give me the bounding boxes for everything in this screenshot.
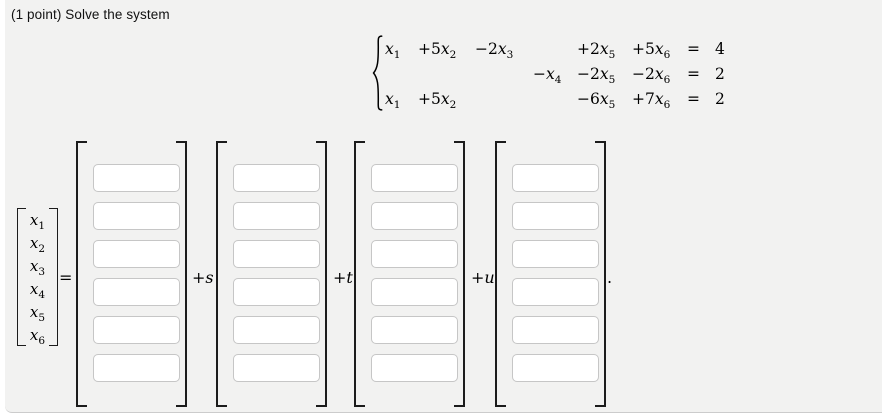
eq-term: −x4 xyxy=(533,65,562,87)
eq-term: +5x6 xyxy=(632,40,671,62)
left-curly-brace-icon xyxy=(371,35,383,111)
answer-vector-1 xyxy=(76,141,187,407)
right-bracket-icon xyxy=(454,141,465,407)
answer-input[interactable] xyxy=(93,316,180,344)
answer-input[interactable] xyxy=(233,316,320,344)
left-bracket-icon xyxy=(76,141,87,407)
answer-vector-3 xyxy=(354,141,465,407)
sentence-period: . xyxy=(607,268,613,287)
eq-term xyxy=(418,62,475,87)
eq-term: +7x6 xyxy=(632,90,671,112)
rhs-value: 2 xyxy=(715,65,725,83)
answer-input[interactable] xyxy=(233,164,320,192)
eq-term xyxy=(533,37,577,62)
answer-input[interactable] xyxy=(512,164,599,192)
eq-term xyxy=(533,87,577,112)
left-bracket-icon xyxy=(354,141,365,407)
plus-t-coefficient: +t xyxy=(333,268,353,287)
answer-input[interactable] xyxy=(93,278,180,306)
equals-sign: = xyxy=(59,268,73,287)
answer-input[interactable] xyxy=(93,202,180,230)
problem-title: (1 point) Solve the system xyxy=(11,7,170,22)
answer-input[interactable] xyxy=(93,164,180,192)
equals-sign: = xyxy=(687,40,700,58)
right-bracket-icon xyxy=(595,141,606,407)
eq-term: −6x5 xyxy=(577,90,616,112)
answer-input[interactable] xyxy=(512,202,599,230)
answer-input[interactable] xyxy=(233,240,320,268)
answer-input[interactable] xyxy=(371,278,458,306)
answer-input[interactable] xyxy=(512,240,599,268)
unknown-label: x2 xyxy=(29,233,46,255)
eq-term: x1 xyxy=(385,40,401,62)
answer-input[interactable] xyxy=(93,354,180,382)
eq-term xyxy=(475,62,533,87)
answer-input[interactable] xyxy=(512,354,599,382)
plus-s-coefficient: +s xyxy=(192,268,214,287)
unknown-label: x5 xyxy=(29,302,46,324)
eq-term xyxy=(475,87,533,112)
left-bracket-icon xyxy=(216,141,227,407)
eq-term xyxy=(385,62,418,87)
right-bracket-icon xyxy=(316,141,327,407)
eq-term: +5x2 xyxy=(418,40,457,62)
unknown-label: x4 xyxy=(29,279,46,301)
answer-input[interactable] xyxy=(512,316,599,344)
unknown-label: x1 xyxy=(29,210,46,232)
eq-term: +5x2 xyxy=(418,90,457,112)
eq-term: +2x5 xyxy=(577,40,616,62)
left-bracket-icon xyxy=(17,208,26,346)
eq-term: x1 xyxy=(385,90,401,112)
right-bracket-icon xyxy=(49,208,58,346)
answer-input[interactable] xyxy=(233,354,320,382)
answer-vector-4 xyxy=(495,141,606,407)
unknown-label: x3 xyxy=(29,256,46,278)
problem-panel: (1 point) Solve the system x1 +5x2 −2x3 … xyxy=(5,0,882,413)
answer-input[interactable] xyxy=(512,278,599,306)
answer-input[interactable] xyxy=(371,354,458,382)
answer-input[interactable] xyxy=(93,240,180,268)
rhs-value: 2 xyxy=(715,90,725,108)
equals-sign: = xyxy=(687,65,700,83)
left-bracket-icon xyxy=(495,141,506,407)
answer-input[interactable] xyxy=(371,316,458,344)
right-bracket-icon xyxy=(176,141,187,407)
answer-input[interactable] xyxy=(371,164,458,192)
equals-sign: = xyxy=(687,90,700,108)
unknown-label: x6 xyxy=(29,325,46,347)
equation-system: x1 +5x2 −2x3 +2x5 +5x6 = 4 −x4 −2x5 −2x6… xyxy=(385,37,735,112)
answer-input[interactable] xyxy=(233,278,320,306)
plus-u-coefficient: +u xyxy=(471,268,495,287)
answer-input[interactable] xyxy=(371,240,458,268)
answer-vector-2 xyxy=(216,141,327,407)
answer-input[interactable] xyxy=(371,202,458,230)
rhs-value: 4 xyxy=(715,40,725,58)
eq-term: −2x5 xyxy=(577,65,616,87)
answer-input[interactable] xyxy=(233,202,320,230)
unknowns-vector: x1 x2 x3 x4 x5 x6 xyxy=(17,208,58,346)
eq-term: −2x6 xyxy=(632,65,671,87)
eq-term: −2x3 xyxy=(475,40,514,62)
